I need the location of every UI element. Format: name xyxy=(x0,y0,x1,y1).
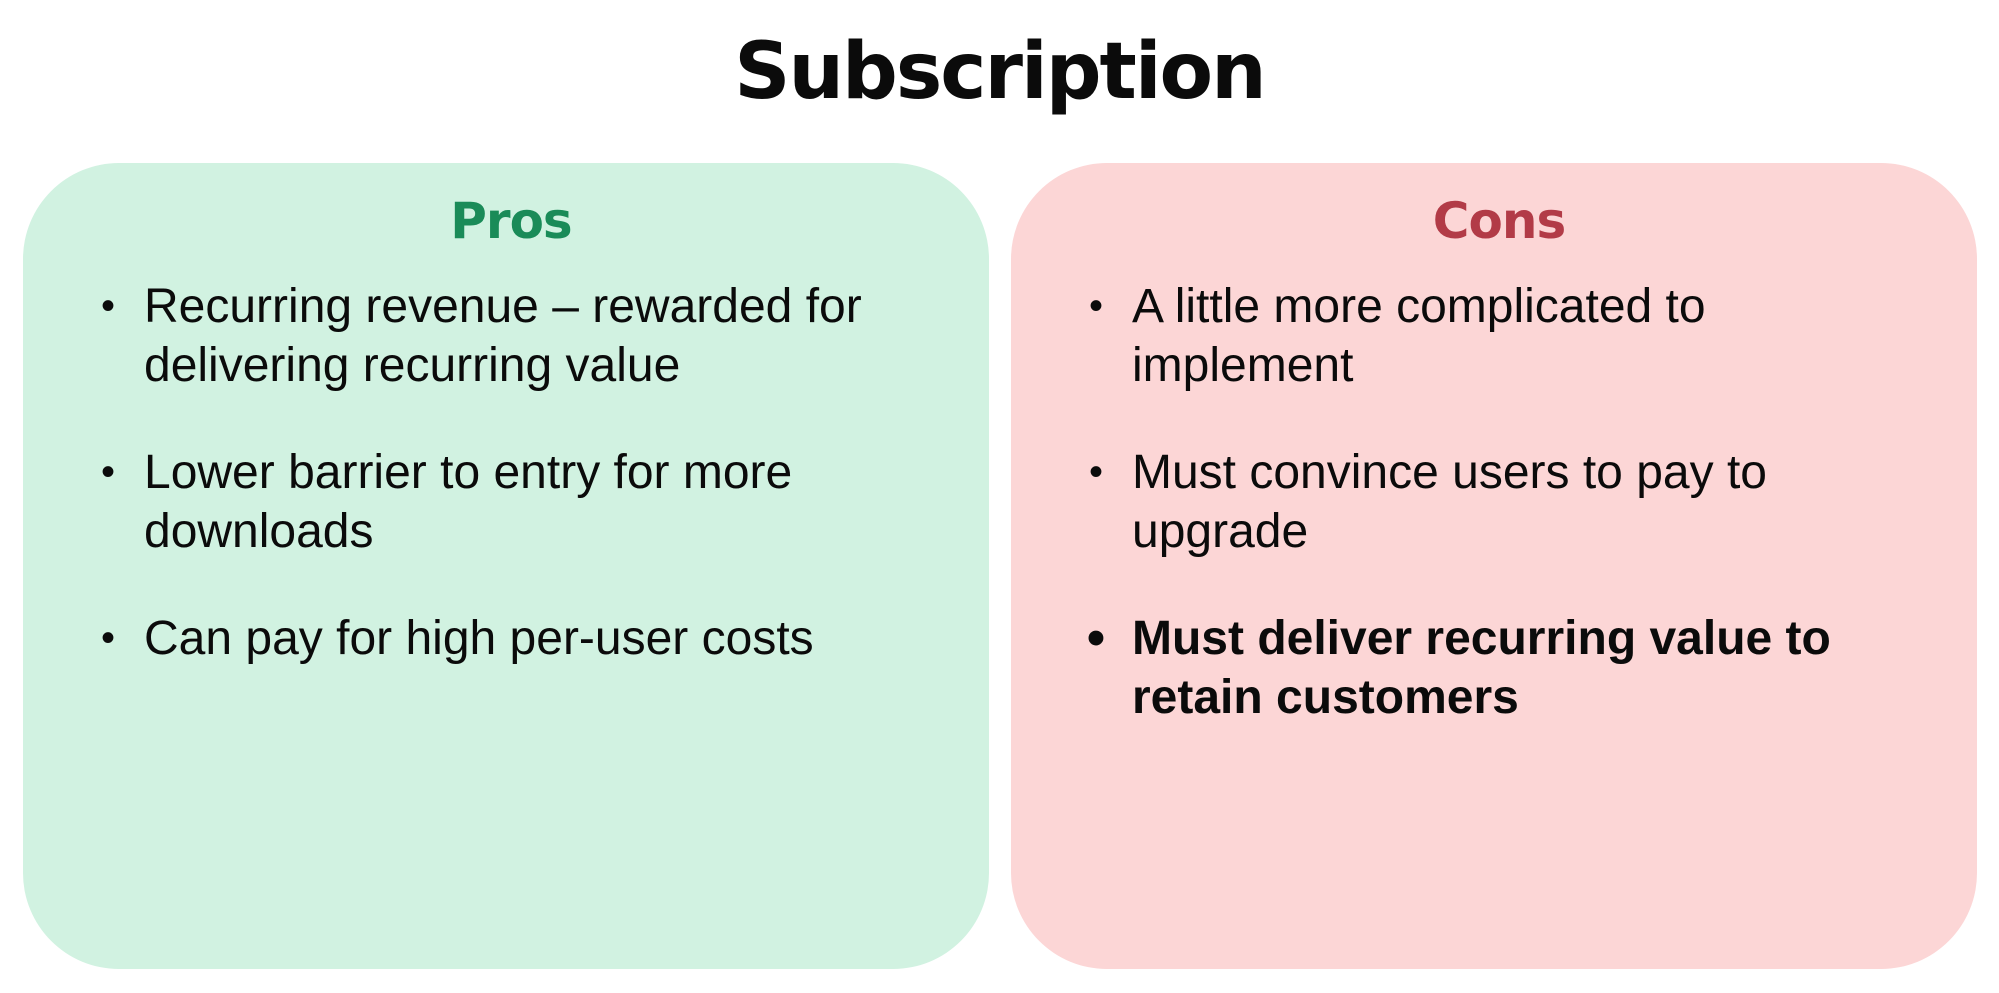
cons-item-text: Must convince users to pay to upgrade xyxy=(1132,446,1767,558)
page-title: Subscription xyxy=(734,27,1266,117)
cons-list-item-emphasized: • Must deliver recurring value to retain… xyxy=(1081,609,1917,727)
pros-list-item: • Can pay for high per-user costs xyxy=(93,609,929,668)
pros-heading: Pros xyxy=(450,192,572,250)
bullet-icon: • xyxy=(1088,450,1103,494)
cons-list-item: • A little more complicated to implement xyxy=(1081,277,1917,395)
cons-item-text: A little more complicated to implement xyxy=(1132,280,1706,392)
pros-item-text: Lower barrier to entry for more download… xyxy=(144,446,793,558)
cons-heading: Cons xyxy=(1432,192,1566,250)
bullet-icon: • xyxy=(100,616,115,660)
cons-list-item: • Must convince users to pay to upgrade xyxy=(1081,443,1917,561)
bullet-icon: • xyxy=(1086,609,1106,667)
pros-card: Pros • Recurring revenue – rewarded for … xyxy=(23,163,989,969)
pros-item-text: Can pay for high per-user costs xyxy=(144,612,814,665)
pros-list-item: • Recurring revenue – rewarded for deliv… xyxy=(93,277,929,395)
bullet-icon: • xyxy=(1088,284,1103,328)
bullet-icon: • xyxy=(100,284,115,328)
cons-item-text: Must deliver recurring value to retain c… xyxy=(1132,612,1831,724)
cons-card: Cons • A little more complicated to impl… xyxy=(1011,163,1977,969)
cons-list: • A little more complicated to implement… xyxy=(1081,277,1917,727)
bullet-icon: • xyxy=(100,450,115,494)
pros-list: • Recurring revenue – rewarded for deliv… xyxy=(93,277,929,668)
pros-item-text: Recurring revenue – rewarded for deliver… xyxy=(144,280,862,392)
pros-list-item: • Lower barrier to entry for more downlo… xyxy=(93,443,929,561)
